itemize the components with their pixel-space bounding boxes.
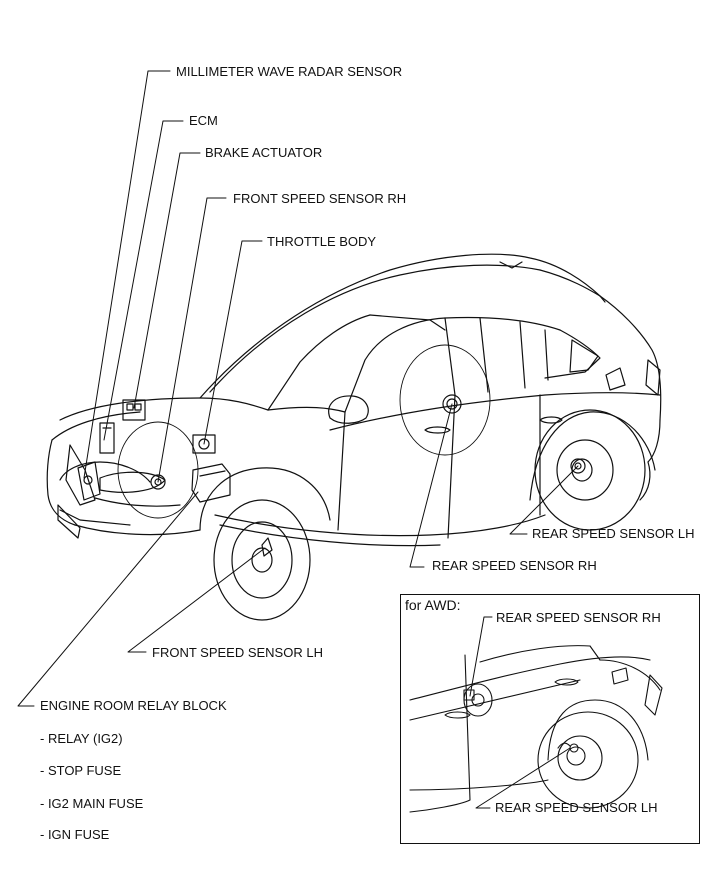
inset-title: for AWD: xyxy=(405,597,461,613)
vehicle-body xyxy=(46,253,662,621)
label-front-speed-sensor-lh: FRONT SPEED SENSOR LH xyxy=(152,645,323,660)
label-ign-fuse: - IGN FUSE xyxy=(40,827,110,842)
label-stop-fuse: - STOP FUSE xyxy=(40,763,122,778)
label-front-speed-sensor-rh: FRONT SPEED SENSOR RH xyxy=(233,191,407,206)
label-relay-ig2: - RELAY (IG2) xyxy=(40,731,123,746)
inset-label-rear-speed-sensor-lh: REAR SPEED SENSOR LH xyxy=(495,800,658,815)
awd-inset-illustration xyxy=(409,616,663,813)
label-throttle-body: THROTTLE BODY xyxy=(267,234,377,249)
label-ig2-main-fuse: - IG2 MAIN FUSE xyxy=(40,796,144,811)
label-engine-room-relay-block: ENGINE ROOM RELAY BLOCK xyxy=(40,698,227,713)
leader-lines xyxy=(17,70,579,707)
label-brake-actuator: BRAKE ACTUATOR xyxy=(205,145,323,160)
label-ecm: ECM xyxy=(189,113,218,128)
inset-label-rear-speed-sensor-rh: REAR SPEED SENSOR RH xyxy=(496,610,661,625)
label-rear-speed-sensor-rh: REAR SPEED SENSOR RH xyxy=(432,558,597,573)
label-rear-speed-sensor-lh: REAR SPEED SENSOR LH xyxy=(532,526,695,541)
awd-inset-frame xyxy=(400,594,700,844)
label-millimeter-wave-radar-sensor: MILLIMETER WAVE RADAR SENSOR xyxy=(176,64,403,79)
